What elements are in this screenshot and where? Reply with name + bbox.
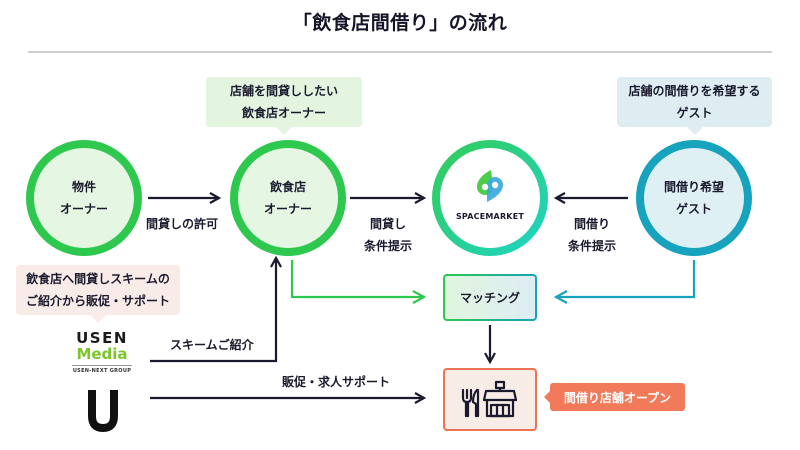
node-guest: 間借り希望 ゲスト <box>636 140 752 256</box>
edge-label-promo-support: 販促・求人サポート <box>282 375 391 389</box>
bubble-guest: 店舗の間借りを希望する ゲスト <box>617 77 772 135</box>
store-open-label: 間借り店舗オープン <box>563 390 672 405</box>
node-property-owner: 物件 オーナー <box>26 140 142 256</box>
edge-label-scheme-intro: スキームご紹介 <box>170 338 254 352</box>
spacemarket-icon <box>477 170 503 202</box>
spacemarket-brand: SPACEMARKET <box>455 212 525 221</box>
usen-media-wordmark: Media <box>76 345 128 363</box>
node-label: 物件 <box>71 180 96 194</box>
node-label: 間借り希望 <box>663 180 724 194</box>
usen-media-logo: USEN Media USEN-NEXT GROUP <box>64 330 140 374</box>
edge-label-line: 条件提示 <box>363 239 412 253</box>
usen-group-text: USEN-NEXT GROUP <box>72 368 132 374</box>
page-title: 「飲食店間借り」の流れ <box>292 12 508 34</box>
spacemarket-logo: SPACEMARKET <box>456 168 524 228</box>
usen-u-icon <box>88 390 118 432</box>
bubble-text: ゲスト <box>676 106 713 120</box>
node-restaurant-owner: 飲食店 オーナー <box>230 140 346 256</box>
node-store <box>443 368 537 431</box>
store-open-badge: 間借り店舗オープン <box>544 383 685 411</box>
bubble-restaurant-owner: 店舗を間貸ししたい 飲食店オーナー <box>206 77 362 135</box>
edge-label-lend-terms: 間貸し 条件提示 <box>358 213 418 257</box>
edge-label-line: 間借り <box>573 217 610 231</box>
restaurant-store-icon <box>461 380 518 417</box>
title-divider <box>28 51 772 53</box>
arrow-guest-to-matching <box>556 260 696 297</box>
node-label: 飲食店 <box>269 180 306 194</box>
arrow-owner-to-matching <box>290 260 424 297</box>
node-spacemarket: SPACEMARKET <box>432 140 548 256</box>
bubble-text: 店舗の間借りを希望する <box>628 84 761 98</box>
node-label: ゲスト <box>675 202 712 216</box>
usen-wordmark: USEN <box>76 329 128 347</box>
node-label: オーナー <box>59 202 108 216</box>
node-label: オーナー <box>263 202 312 216</box>
bubble-text: 飲食店へ間貸しスキームの <box>26 272 170 286</box>
edge-label-permission: 間貸しの許可 <box>146 217 219 231</box>
usen-divider <box>72 365 132 366</box>
bubble-usen: 飲食店へ間貸しスキームの ご紹介から販促・サポート <box>16 265 180 323</box>
matching-label: マッチング <box>459 291 520 305</box>
edge-label-line: 間貸し <box>369 217 406 231</box>
bubble-text: 店舗を間貸ししたい <box>229 84 338 98</box>
edge-label-borrow-terms: 間借り 条件提示 <box>562 213 622 257</box>
bubble-text: 飲食店オーナー <box>241 106 326 120</box>
node-matching: マッチング <box>443 274 537 321</box>
bubble-text: ご紹介から販促・サポート <box>25 294 170 308</box>
arrow-scheme-intro <box>150 258 276 363</box>
edge-label-line: 条件提示 <box>567 239 616 253</box>
